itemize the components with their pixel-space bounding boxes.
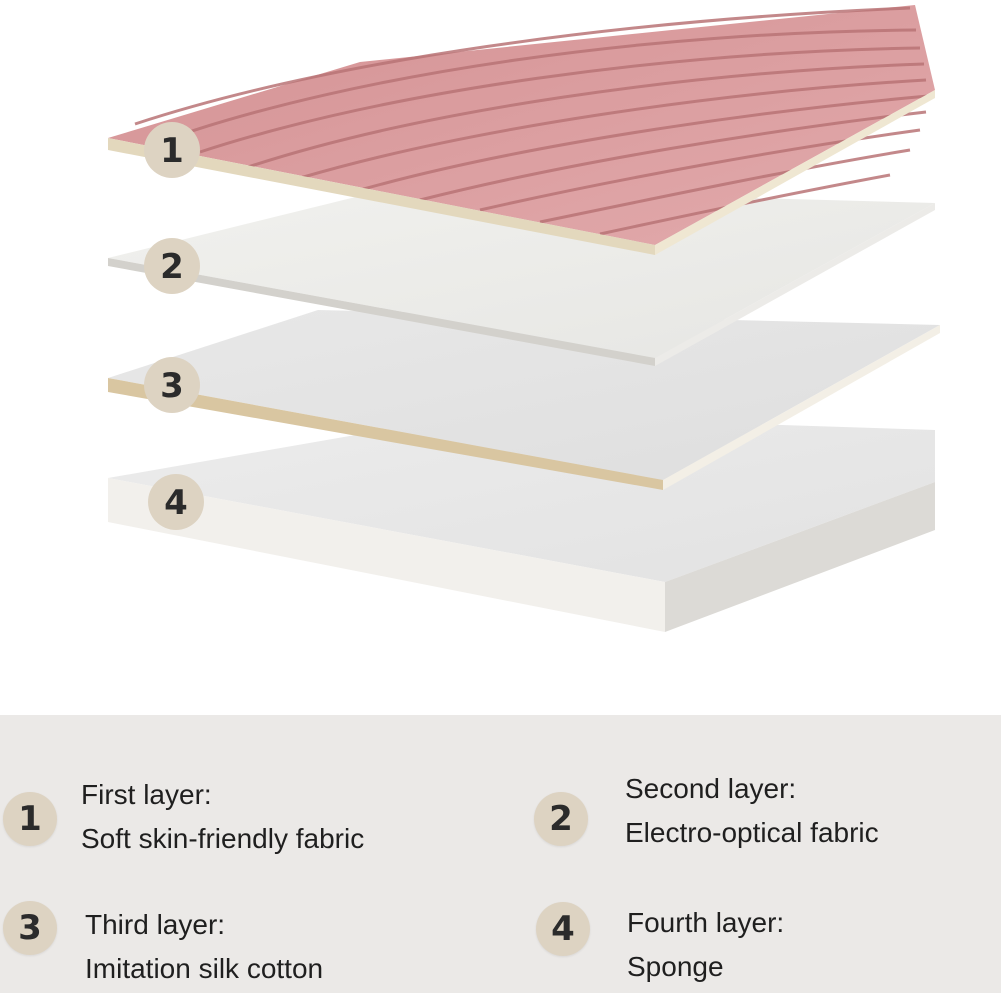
legend-title-4: Fourth layer: [627,907,785,938]
legend-title-3: Third layer: [85,909,226,940]
legend-title-2: Second layer: [625,773,797,804]
layer-4-sponge [108,415,935,632]
badge-2-number: 2 [160,247,184,287]
badge-4: 4 [148,474,204,530]
legend-description-2: Electro-optical fabric [625,817,879,848]
legend-title-1: First layer: [81,779,212,810]
badge-1-number: 1 [160,131,184,171]
legend-badge-4: 4 [536,902,590,956]
layer-1-fabric [108,5,935,255]
legend-badge-2: 2 [534,792,588,846]
badge-4-number: 4 [164,483,188,523]
layer-diagram: 1 2 3 4 [108,5,940,632]
legend-description-3: Imitation silk cotton [85,953,324,984]
legend-badge-3: 3 [3,901,57,955]
legend-badge-1: 1 [3,792,57,846]
badge-1: 1 [144,122,200,178]
badge-2: 2 [144,238,200,294]
badge-3: 3 [144,357,200,413]
layer-2-electro-optical [108,188,935,366]
layer-3-silk-cotton [108,310,940,490]
badge-3-number: 3 [160,366,184,406]
legend-description-4: Sponge [627,951,724,982]
layer-legend: 1 First layer: Soft skin-friendly fabric… [0,715,1001,993]
legend-description-1: Soft skin-friendly fabric [81,823,365,854]
